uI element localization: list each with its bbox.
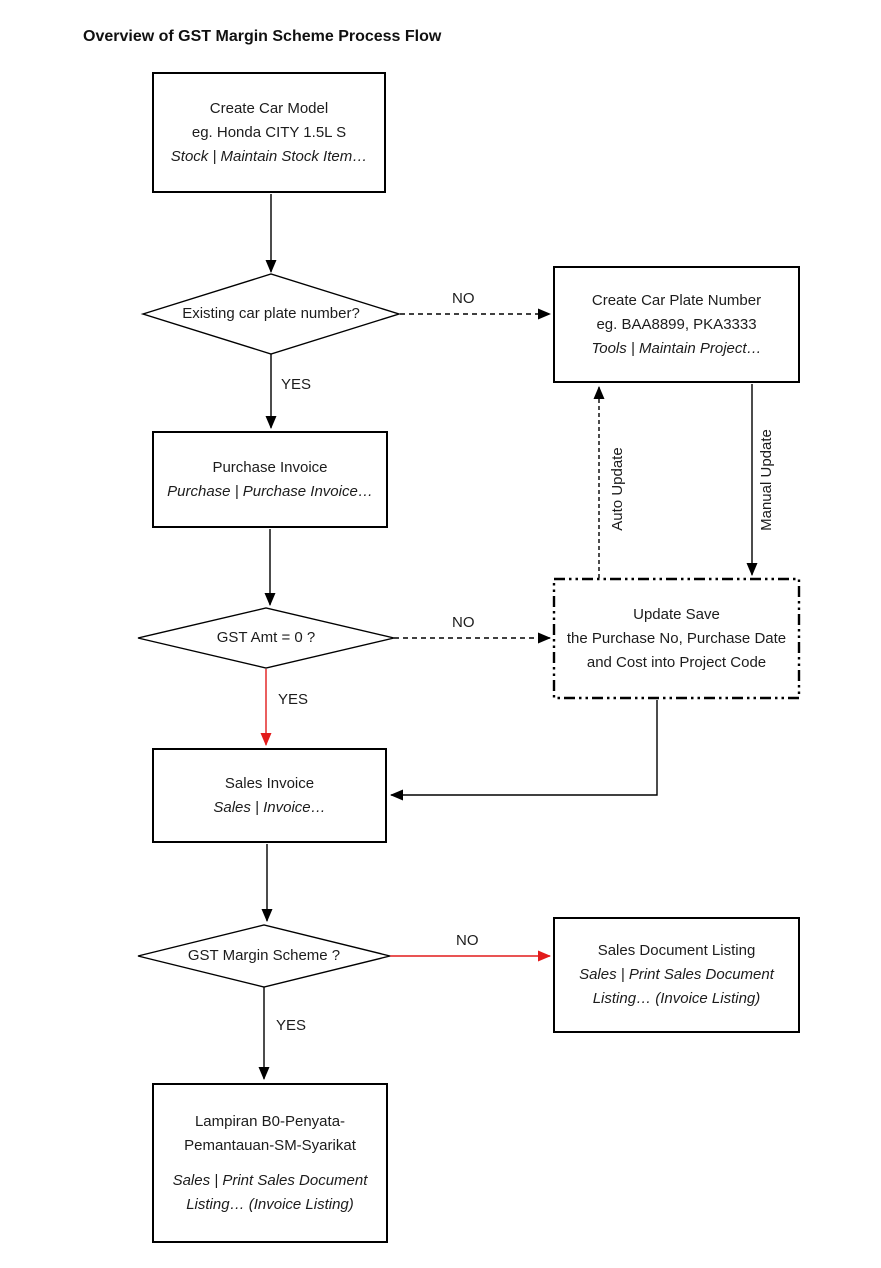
box-line: Create Car Model xyxy=(209,99,329,117)
menu-path: Listing… (Invoice Listing) xyxy=(592,990,761,1007)
menu-path: Sales | Invoice… xyxy=(213,798,326,816)
box-line: Lampiran B0-Penyata- xyxy=(194,1112,346,1130)
page-title: Overview of GST Margin Scheme Process Fl… xyxy=(83,28,442,45)
edge-label-no-existing-car-plate: NO xyxy=(452,290,475,307)
process-box-lampiran-report: Lampiran B0-Penyata- Pemantauan-SM-Syari… xyxy=(152,1083,388,1243)
box-line: and Cost into Project Code xyxy=(586,653,767,671)
update-save-box-border xyxy=(552,577,801,700)
edge-label-manual-update: Manual Update xyxy=(758,429,775,531)
menu-path: Purchase | Purchase Invoice… xyxy=(167,482,373,500)
edge-label-auto-update: Auto Update xyxy=(609,447,626,531)
menu-path: Sales | Print Sales Document xyxy=(579,966,774,983)
process-box-purchase-invoice: Purchase Invoice Purchase | Purchase Inv… xyxy=(152,431,388,528)
menu-path: Listing… (Invoice Listing) xyxy=(186,1195,354,1213)
diamond-existing-car-plate xyxy=(140,273,402,355)
edge-label-no-gst-margin-scheme: NO xyxy=(456,932,479,949)
box-line: eg. BAA8899, PKA3333 xyxy=(596,315,757,333)
box-line: the Purchase No, Purchase Date xyxy=(566,629,787,647)
menu-path: Sales | Print Sales Document xyxy=(172,1171,368,1189)
arrow-updatesave-to-salesinvoice xyxy=(390,700,658,801)
process-box-sales-invoice: Sales Invoice Sales | Invoice… xyxy=(152,748,387,843)
process-box-sales-document-listing: Sales Document Listing Sales | Print Sal… xyxy=(553,917,800,1033)
edge-label-no-gst-amt-zero: NO xyxy=(452,614,475,631)
box-line: Purchase Invoice xyxy=(212,458,328,476)
box-line: Sales Document Listing xyxy=(597,942,756,959)
box-line: eg. Honda CITY 1.5L S xyxy=(191,123,347,141)
menu-path: Stock | Maintain Stock Item… xyxy=(170,147,368,165)
box-line: Create Car Plate Number xyxy=(591,291,762,309)
box-line: Sales Invoice xyxy=(224,774,315,792)
box-line: Pemantauan-SM-Syarikat xyxy=(184,1136,356,1154)
edge-label-yes-gst-amt-zero: YES xyxy=(278,691,309,708)
process-box-update-save: Update Save the Purchase No, Purchase Da… xyxy=(556,581,797,696)
process-box-create-car-plate-number: Create Car Plate Number eg. BAA8899, PKA… xyxy=(553,266,800,383)
diamond-gst-margin-scheme xyxy=(137,924,391,988)
process-box-create-car-model: Create Car Model eg. Honda CITY 1.5L S S… xyxy=(152,72,386,193)
menu-path: Tools | Maintain Project… xyxy=(591,339,762,357)
box-line: Update Save xyxy=(633,605,720,623)
diamond-gst-amt-zero xyxy=(137,607,395,669)
edge-label-yes-gst-margin-scheme: YES xyxy=(276,1017,307,1034)
edge-label-yes-existing-car-plate: YES xyxy=(281,376,312,393)
